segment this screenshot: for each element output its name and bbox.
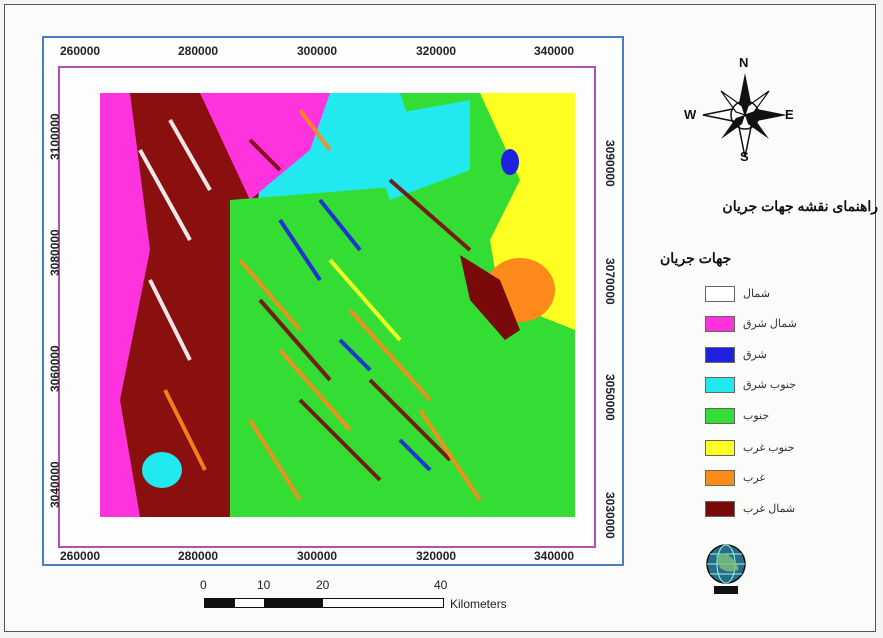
legend-item: شمال غرب (705, 501, 865, 521)
y-tick-right: 3070000 (603, 258, 617, 305)
scale-segment (264, 598, 324, 608)
x-tick-top: 320000 (416, 44, 457, 58)
legend-label: غرب (743, 472, 766, 484)
legend-swatch (705, 347, 735, 363)
legend-item: جنوب شرق (705, 377, 865, 397)
legend-label: شمال شرق (743, 318, 797, 330)
legend-label: جنوب شرق (743, 379, 797, 391)
legend-item: شمال (705, 286, 865, 306)
legend-swatch (705, 377, 735, 393)
x-tick-bottom: 300000 (297, 549, 338, 563)
x-tick-bottom: 340000 (534, 549, 575, 563)
x-tick-top: 260000 (60, 44, 101, 58)
compass-n: N (739, 55, 749, 70)
legend-label: شرق (743, 349, 767, 361)
scale-label: 40 (434, 578, 448, 592)
globe-logo-icon (706, 544, 746, 594)
y-tick-left: 3040000 (48, 461, 62, 508)
legend-item: شرق (705, 347, 865, 367)
legend-swatch (705, 501, 735, 517)
x-tick-bottom: 280000 (178, 549, 219, 563)
legend-subtitle: جهات جریان (660, 250, 732, 266)
compass-rose: N S E W (684, 55, 800, 165)
legend-map-title: راهنمای نقشه جهات جریان (722, 198, 878, 214)
legend-item: غرب (705, 470, 865, 490)
legend-swatch (705, 470, 735, 486)
legend-item: شمال شرق (705, 316, 865, 336)
legend-label: جنوب (743, 410, 770, 422)
y-tick-right: 3030000 (603, 492, 617, 539)
y-tick-right: 3050000 (603, 374, 617, 421)
x-tick-top: 300000 (297, 44, 338, 58)
scale-label: 20 (316, 578, 330, 592)
scale-bar (204, 598, 444, 608)
scale-segment (322, 598, 444, 608)
legend-item: جنوب غرب (705, 440, 865, 460)
scale-segment (204, 598, 236, 608)
compass-e: E (785, 107, 794, 122)
legend-swatch (705, 440, 735, 456)
y-tick-left: 3100000 (48, 113, 62, 160)
legend-label: شمال (743, 288, 770, 300)
legend-swatch (705, 408, 735, 424)
legend-label: جنوب غرب (743, 442, 795, 454)
x-tick-top: 280000 (178, 44, 219, 58)
legend-swatch (705, 286, 735, 302)
x-tick-top: 340000 (534, 44, 575, 58)
x-tick-bottom: 320000 (416, 549, 457, 563)
y-tick-right: 3090000 (603, 140, 617, 187)
x-tick-bottom: 260000 (60, 549, 101, 563)
north-arrow-compass-rose-icon (702, 73, 787, 158)
legend-label: شمال غرب (743, 503, 796, 515)
map-neatline (58, 66, 596, 548)
y-tick-left: 3080000 (48, 229, 62, 276)
legend-swatch (705, 316, 735, 332)
scale-segment (234, 598, 266, 608)
y-tick-left: 3060000 (48, 345, 62, 392)
scale-units: Kilometers (450, 597, 507, 611)
scale-label: 10 (257, 578, 271, 592)
legend-item: جنوب (705, 408, 865, 428)
compass-w: W (684, 107, 697, 122)
scale-label: 0 (200, 578, 207, 592)
compass-s: S (740, 149, 749, 164)
